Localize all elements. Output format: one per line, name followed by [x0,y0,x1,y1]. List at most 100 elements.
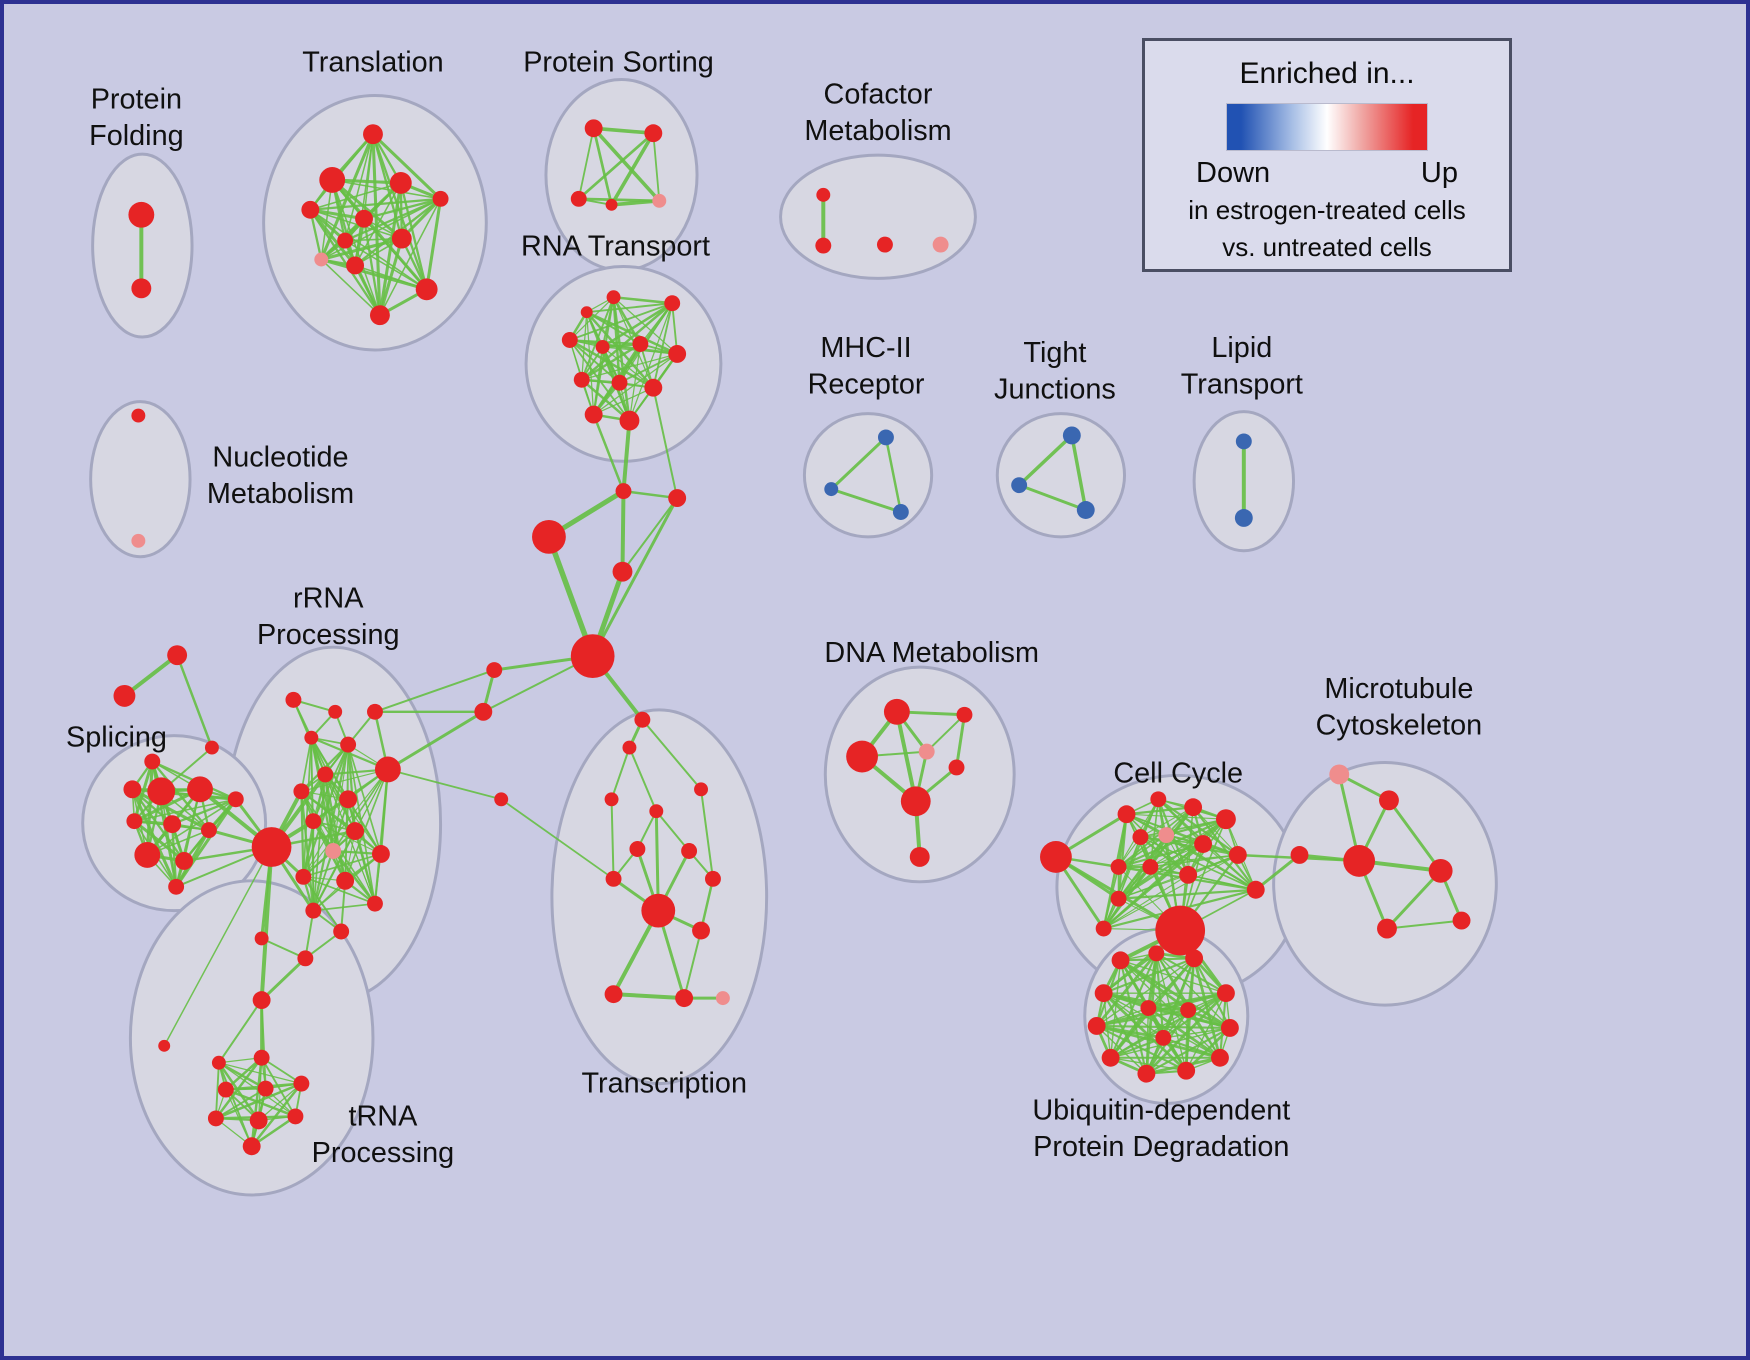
network-edge [593,387,654,416]
network-node [1290,846,1309,864]
network-node [1185,949,1204,968]
network-edge [585,310,679,356]
network-edge [1145,1007,1150,1075]
cluster-label: RNA Transport [521,231,710,263]
network-node [128,201,155,228]
legend-scale-labels: Down Up [1196,157,1458,190]
network-edge [592,413,625,493]
network-node [644,124,663,143]
network-edge [652,386,679,500]
network-edge [884,436,903,514]
network-node [681,843,698,859]
network-node [147,777,176,806]
network-node [333,923,350,940]
network-edge [363,217,428,291]
network-edge [601,301,674,349]
network-edge [1109,1009,1189,1059]
legend-title: Enriched in... [1239,57,1415,90]
network-node [242,1137,261,1156]
network-edge [1184,1008,1190,1073]
network-node [293,1075,310,1092]
network-node [1177,1061,1196,1080]
network-node [297,950,314,967]
network-edge [1017,483,1088,512]
network-node [1452,911,1471,930]
network-edge [175,653,214,749]
network-edge [163,846,273,1047]
network-edge [655,810,691,852]
network-node [257,1080,274,1097]
network-node [1094,984,1113,1003]
network-edge [300,736,313,793]
network-edge [894,709,918,804]
network-node [1228,846,1247,864]
network-edge [1147,957,1195,1009]
network-edge [620,489,626,574]
network-node [1117,805,1136,824]
network-node [253,1049,270,1066]
network-edge [308,208,366,221]
network-node [604,985,623,1004]
network-node [641,893,676,928]
network-edge [1117,806,1194,868]
network-node [1179,865,1198,884]
network-edge [133,798,237,822]
network-node [1428,858,1453,883]
network-edge [300,768,389,792]
network-node [168,878,185,895]
network-node [207,1110,224,1127]
network-edge [1095,1024,1188,1072]
network-node [1155,1029,1172,1046]
network-edge [585,302,674,314]
network-edge [309,182,402,211]
network-edge [829,435,888,491]
network-node [227,791,244,808]
network-node [1377,918,1397,939]
network-node [1343,845,1376,877]
network-node [391,228,412,249]
network-edge [591,126,656,136]
network-node [570,190,587,207]
network-node [200,822,217,839]
network-edge [347,743,357,833]
network-edge [628,343,642,422]
network-edge [585,310,655,389]
network-edge [344,239,428,291]
network-node [619,410,640,431]
network-node [948,759,965,776]
network-node [1216,984,1235,1003]
network-node [1220,1018,1239,1037]
network-node [415,278,438,301]
network-node [605,198,618,211]
network-node [584,119,603,138]
network-node [337,232,354,249]
network-edge [591,496,679,658]
network-node [355,209,373,228]
cluster-label: Translation [302,47,443,79]
network-node [305,813,322,830]
network-node [622,740,637,755]
network-edge [610,746,631,801]
network-edge [1117,842,1205,869]
network-node [134,842,161,868]
network-node [1040,841,1072,873]
network-node [175,851,194,870]
network-edge [1103,854,1239,930]
legend-subtitle-line1: in estrogen-treated cells [1188,195,1466,225]
network-node [305,902,322,919]
network-node [892,504,909,520]
network-edge [386,768,503,801]
legend-gradient-bar [1226,103,1428,151]
network-node [1329,764,1350,785]
network-node [163,815,182,834]
network-node [1184,798,1203,817]
network-node [217,1081,234,1098]
legend-down-label: Down [1196,157,1271,189]
network-node [187,776,213,803]
network-node [1101,1048,1120,1067]
network-edge [217,999,263,1064]
